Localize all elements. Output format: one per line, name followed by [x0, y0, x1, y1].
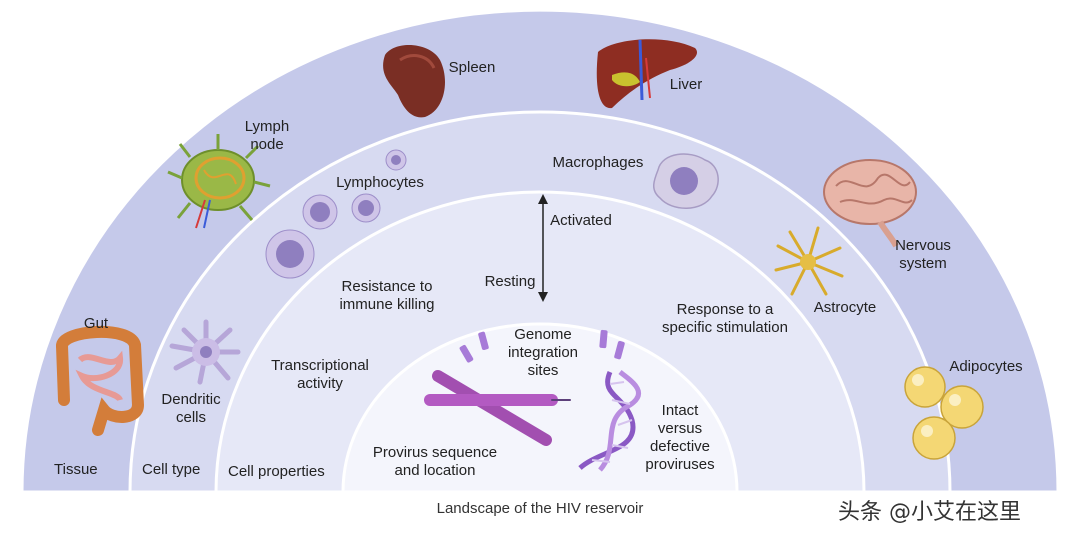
gut-icon [56, 325, 145, 436]
tissue-layer-label: Tissue [54, 461, 98, 478]
cell-type-layer-label: Cell type [142, 461, 201, 478]
response-label: Response to a specific stimulation [662, 301, 788, 336]
dna-helix-icon [578, 370, 641, 472]
lymphocyte-icon [265, 149, 407, 279]
genome-integration-label: Genome integration sites [507, 326, 579, 379]
gut-label: Gut [83, 315, 109, 332]
lymphocytes-label: Lymphocytes [336, 174, 424, 191]
intact-defective-label: Intact versus defective proviruses [645, 402, 715, 473]
provirus-sequence-label: Provirus sequence and location [372, 444, 498, 479]
provirus-core [341, 322, 739, 494]
cell-properties-layer-label: Cell properties [228, 463, 325, 480]
astrocyte-label: Astrocyte [813, 299, 877, 316]
spleen-icon [383, 44, 445, 118]
brain-icon [823, 159, 917, 248]
lymph-node-icon [167, 134, 271, 229]
adipocytes-label: Adipocytes [949, 358, 1023, 375]
dendritic-cell-icon [169, 319, 241, 385]
resting-label: Resting [484, 273, 536, 290]
liver-label: Liver [669, 76, 703, 93]
watermark: 头条 @小艾在这里 [838, 500, 1021, 525]
transcriptional-label: Transcriptional activity [271, 357, 369, 392]
resistance-label: Resistance to immune killing [339, 278, 435, 313]
diagram-caption: Landscape of the HIV reservoir [436, 500, 644, 517]
macrophage-icon [653, 153, 719, 209]
adipocytes-icon [904, 366, 984, 460]
integration-site-icon [459, 329, 625, 363]
spleen-label: Spleen [448, 59, 496, 76]
activated-resting-arrow [538, 194, 548, 302]
macrophages-label: Macrophages [552, 154, 644, 171]
lymph-node-label: Lymph node [244, 118, 290, 153]
liver-icon [596, 39, 698, 109]
dendritic-cells-label: Dendritic cells [161, 391, 221, 426]
nervous-system-label: Nervous system [895, 237, 951, 272]
activated-label: Activated [550, 212, 612, 229]
astrocyte-icon [774, 226, 844, 296]
chromosome-icon [424, 370, 571, 446]
